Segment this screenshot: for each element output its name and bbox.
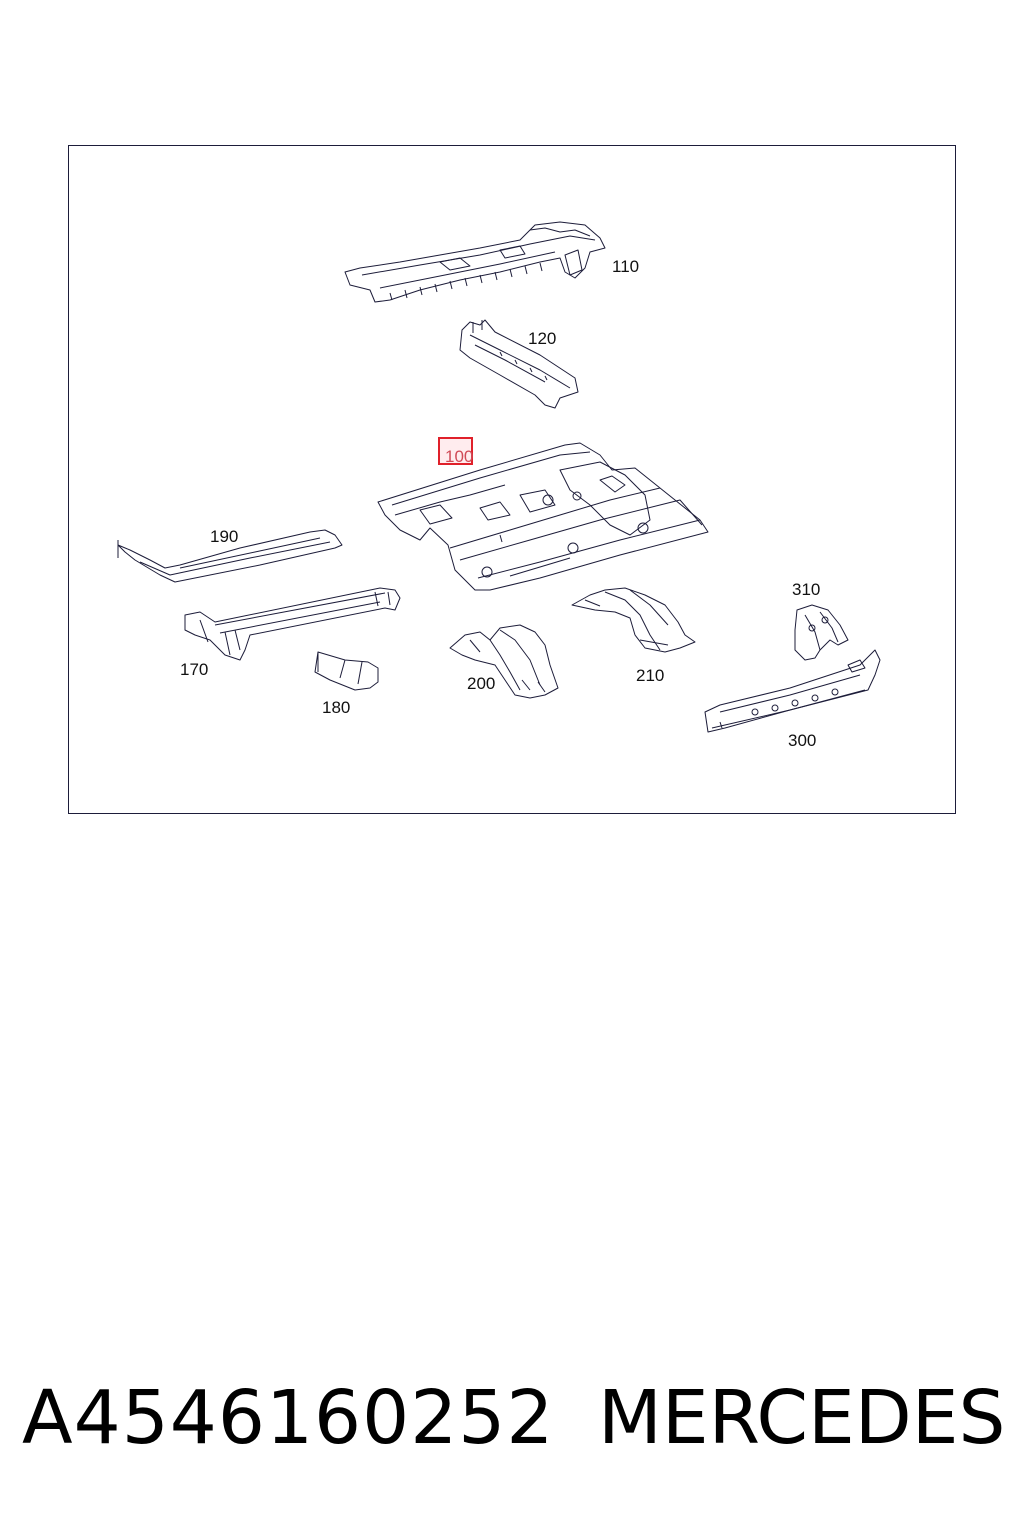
part-120-rail[interactable] — [459, 319, 579, 409]
part-210-wheelhouse-inner[interactable] — [571, 587, 696, 653]
callout-110[interactable]: 110 — [612, 257, 640, 276]
part-110-crossmember[interactable] — [344, 221, 606, 303]
part-190-sill[interactable] — [117, 529, 343, 583]
part-180-bracket[interactable] — [314, 651, 379, 691]
callout-300[interactable]: 300 — [788, 731, 817, 750]
callout-170[interactable]: 170 — [180, 660, 209, 679]
callout-180[interactable]: 180 — [322, 698, 351, 717]
part-300-side-rail[interactable] — [704, 649, 881, 733]
part-100-floor-pan[interactable] — [377, 442, 709, 591]
part-170-longitudinal[interactable] — [184, 587, 401, 661]
callout-310[interactable]: 310 — [792, 580, 821, 599]
part-200-wheelhouse[interactable] — [449, 624, 559, 699]
callout-120[interactable]: 120 — [528, 329, 557, 348]
callout-200[interactable]: 200 — [467, 674, 496, 693]
footer: A4546160252 MERCEDES — [0, 1368, 1024, 1468]
part-number: A4546160252 — [22, 1375, 555, 1461]
highlight-box — [438, 437, 473, 465]
part-310-bracket[interactable] — [794, 604, 849, 661]
callout-210[interactable]: 210 — [636, 666, 665, 685]
callout-190[interactable]: 190 — [210, 527, 239, 546]
callout-100[interactable]: 100 — [445, 447, 474, 466]
brand-name: MERCEDES — [598, 1375, 1006, 1461]
